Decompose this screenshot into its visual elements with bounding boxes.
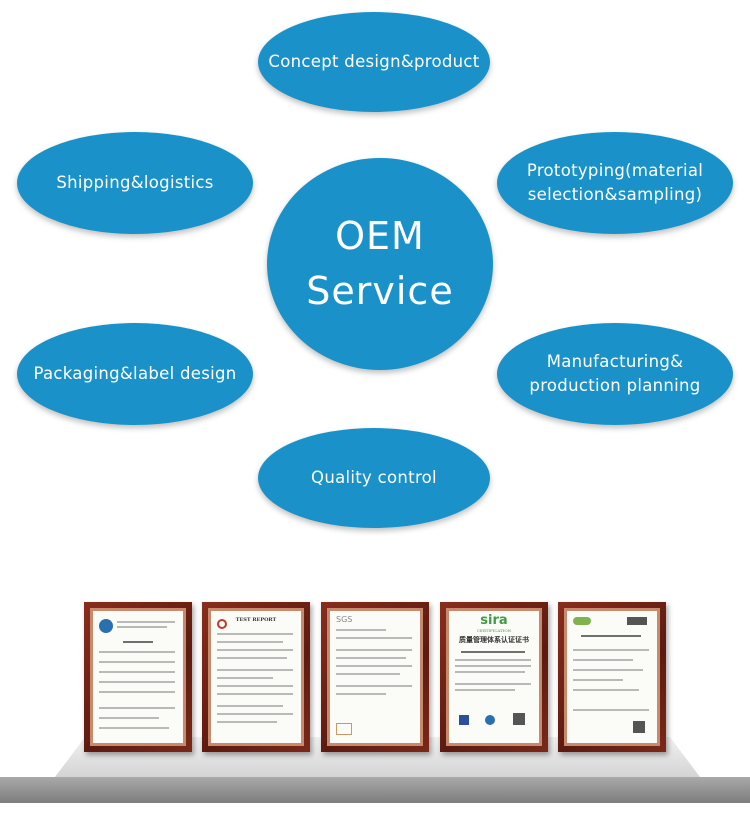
certificate-shelf: TEST REPORT SGS (0, 570, 750, 815)
prototyping-bubble: Prototyping(material selection&sampling) (497, 132, 733, 234)
globe-logo-icon (99, 619, 113, 633)
green-logo-icon (573, 617, 591, 625)
certificate-frame-5 (558, 602, 666, 752)
stamp-icon (336, 723, 352, 735)
iaf-logo-icon (485, 715, 495, 725)
certificate-paper-1 (93, 611, 183, 743)
certificate-frame-3: SGS (321, 602, 429, 752)
manufacturing-label: Manufacturing& production planning (529, 350, 700, 398)
shelf-front (0, 777, 750, 803)
oem-service-label: OEM Service (306, 209, 453, 319)
manufacturing-bubble: Manufacturing& production planning (497, 323, 733, 425)
sgs-logo: SGS (336, 615, 352, 624)
concept-design-bubble: Concept design&product (258, 12, 490, 112)
certificate-paper-5 (567, 611, 657, 743)
oem-service-center: OEM Service (267, 158, 493, 370)
test-report-title: TEST REPORT (211, 617, 301, 623)
shipping-logistics-bubble: Shipping&logistics (17, 132, 253, 234)
certificate-paper-2: TEST REPORT (211, 611, 301, 743)
quality-control-label: Quality control (311, 466, 437, 490)
certificate-frame-2: TEST REPORT (202, 602, 310, 752)
sira-logo: sira (449, 613, 539, 628)
packaging-label-bubble: Packaging&label design (17, 323, 253, 425)
prototyping-label: Prototyping(material selection&sampling) (527, 159, 703, 207)
packaging-label-label: Packaging&label design (33, 362, 236, 386)
quality-control-bubble: Quality control (258, 428, 490, 528)
qr-code-icon (633, 721, 645, 733)
sira-cert-title: 质量管理体系认证证书 (449, 635, 539, 645)
certificate-frame-4: sira CERTIFICATION 质量管理体系认证证书 (440, 602, 548, 752)
certificate-paper-3: SGS (330, 611, 420, 743)
accreditation-badge-icon (459, 715, 469, 725)
certificate-frame-1 (84, 602, 192, 752)
partner-logo-icon (627, 617, 647, 625)
shipping-logistics-label: Shipping&logistics (56, 171, 213, 195)
certificate-paper-4: sira CERTIFICATION 质量管理体系认证证书 (449, 611, 539, 743)
qr-code-icon (513, 713, 525, 725)
sira-subtitle: CERTIFICATION (449, 628, 539, 633)
concept-design-label: Concept design&product (268, 50, 479, 74)
